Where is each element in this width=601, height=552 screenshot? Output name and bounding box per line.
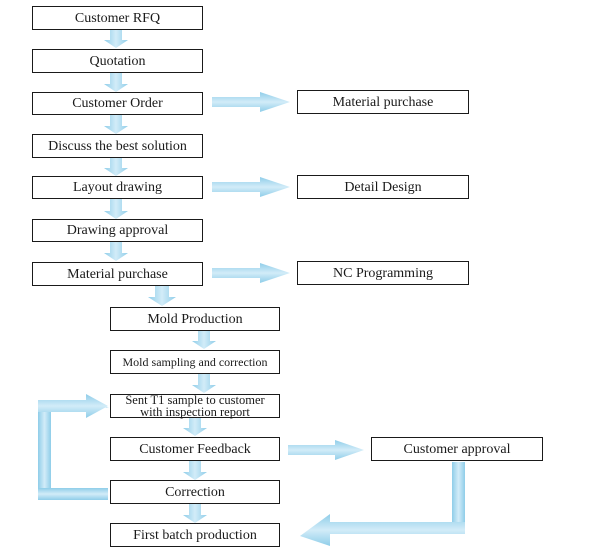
arrow-feedback-to-correction [183, 461, 207, 480]
arrow-purchase-to-nc [212, 263, 290, 283]
step-customer-feedback: Customer Feedback [110, 437, 280, 461]
arrow-order-to-discuss [104, 115, 128, 134]
step-mold-production: Mold Production [110, 307, 280, 331]
arrow-sent-to-feedback [183, 418, 207, 436]
step-mold-sampling: Mold sampling and correction [110, 350, 280, 374]
loop-top-arrow [38, 394, 108, 418]
arrow-purchase-to-mold [148, 286, 176, 306]
step-detail-design: Detail Design [297, 175, 469, 199]
step-sent-t1-sample: Sent T1 sample to customer with inspecti… [110, 394, 280, 418]
step-nc-programming: NC Programming [297, 261, 469, 285]
step-discuss-solution: Discuss the best solution [32, 134, 203, 158]
step-first-batch-production: First batch production [110, 523, 280, 547]
arrow-discuss-to-layout [104, 158, 128, 176]
arrow-layout-to-approval [104, 199, 128, 219]
step-customer-rfq: Customer RFQ [32, 6, 203, 30]
arrow-layout-to-detail [212, 177, 290, 197]
loop-vertical-bar [38, 400, 51, 500]
step-layout-drawing: Layout drawing [32, 176, 203, 199]
arrow-correction-to-first [183, 504, 207, 523]
arrow-sampling-to-sent [192, 374, 216, 393]
arrow-quotation-to-order [104, 73, 128, 92]
arrow-order-to-material-side [212, 92, 290, 112]
arrow-mold-to-sampling [192, 331, 216, 349]
step-correction: Correction [110, 480, 280, 504]
approval-to-first-arrow [300, 514, 465, 546]
approval-down-bar [452, 462, 465, 534]
step-customer-order: Customer Order [32, 92, 203, 115]
step-material-purchase-side: Material purchase [297, 90, 469, 114]
step-quotation: Quotation [32, 49, 203, 73]
arrow-feedback-to-approval [288, 440, 364, 460]
arrow-approval-to-purchase [104, 242, 128, 261]
loop-bottom-bar [38, 488, 108, 500]
sent-t1-line1: Sent T1 sample to customer [125, 393, 265, 407]
arrow-rfq-to-quotation [104, 30, 128, 48]
sent-t1-line2: with inspection report [140, 405, 250, 419]
step-customer-approval: Customer approval [371, 437, 543, 461]
step-drawing-approval: Drawing approval [32, 219, 203, 242]
step-material-purchase: Material purchase [32, 262, 203, 286]
